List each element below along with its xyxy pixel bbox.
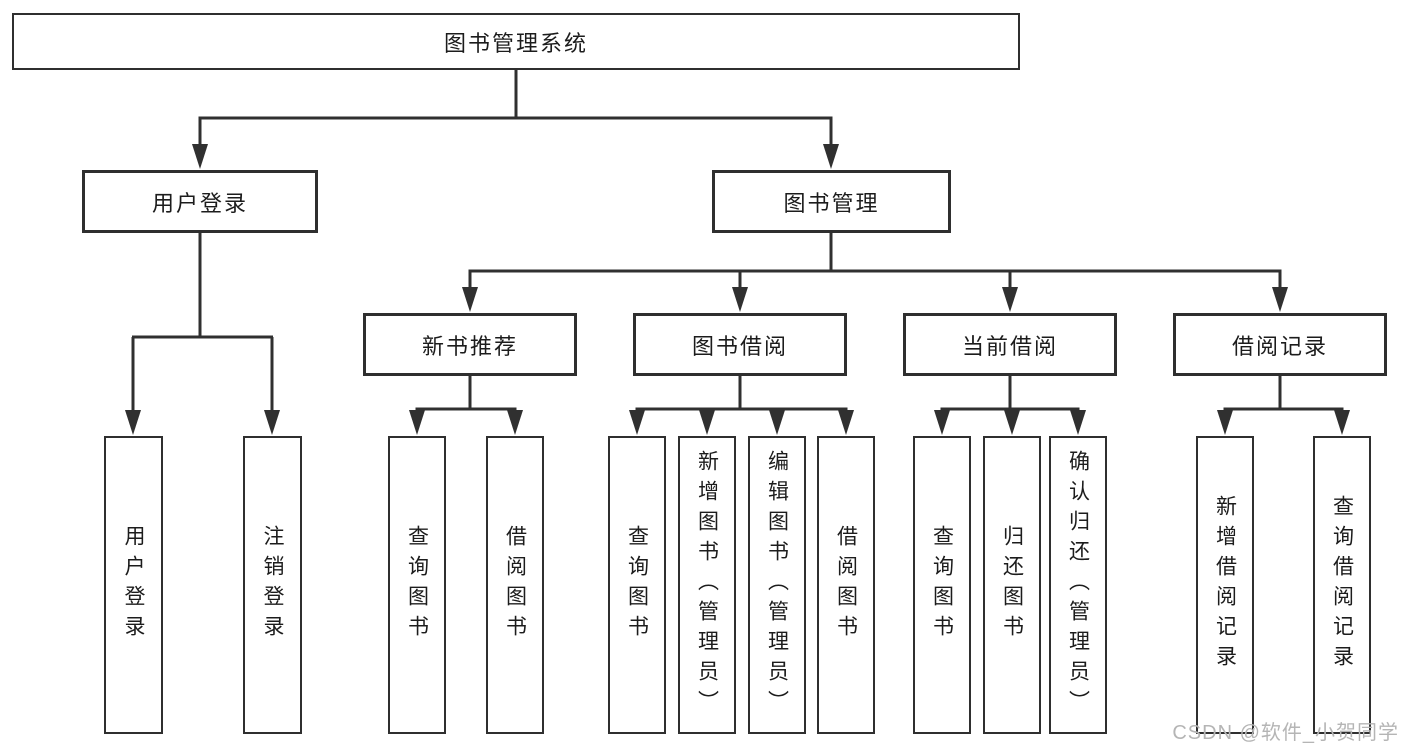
leaf-label: 借阅图书	[503, 525, 527, 645]
csdn-watermark: CSDN @软件_小贺同学	[1172, 722, 1399, 744]
leaf-add-books-admin: 新增图书（管理员）	[678, 436, 736, 734]
node-label: 借阅记录	[1231, 333, 1328, 359]
leaf-label: 查询借阅记录	[1330, 495, 1354, 675]
node-new-book-recommend: 新书推荐	[363, 313, 577, 376]
node-label: 用户登录	[151, 190, 248, 216]
node-book-management: 图书管理	[712, 170, 951, 233]
node-library-management-system: 图书管理系统	[12, 13, 1020, 70]
leaf-label: 用户登录	[122, 525, 145, 645]
leaf-query-borrow-record: 查询借阅记录	[1313, 436, 1371, 734]
leaf-label: 编辑图书（管理员）	[765, 450, 789, 720]
node-label: 图书借阅	[691, 333, 788, 359]
leaf-logout: 注销登录	[243, 436, 302, 734]
node-borrow-records: 借阅记录	[1173, 313, 1387, 376]
node-label: 图书管理系统	[443, 30, 588, 56]
node-user-login: 用户登录	[82, 170, 318, 233]
leaf-label: 查询图书	[625, 525, 649, 645]
node-label: 新书推荐	[421, 333, 518, 359]
node-label: 图书管理	[783, 190, 880, 216]
leaf-label: 借阅图书	[834, 525, 858, 645]
node-label: 当前借阅	[961, 333, 1058, 359]
leaf-edit-books-admin: 编辑图书（管理员）	[748, 436, 806, 734]
node-current-borrow: 当前借阅	[903, 313, 1117, 376]
leaf-add-borrow-record: 新增借阅记录	[1196, 436, 1254, 734]
leaf-query-books-current: 查询图书	[913, 436, 971, 734]
leaf-query-books-borrow: 查询图书	[608, 436, 666, 734]
leaf-label: 注销登录	[261, 525, 284, 645]
leaf-label: 查询图书	[405, 525, 429, 645]
leaf-borrow-books: 借阅图书	[817, 436, 875, 734]
leaf-query-books-recommend: 查询图书	[388, 436, 446, 734]
leaf-borrow-books-recommend: 借阅图书	[486, 436, 544, 734]
leaf-label: 确认归还（管理员）	[1066, 450, 1090, 720]
leaf-label: 新增图书（管理员）	[695, 450, 719, 720]
leaf-return-books: 归还图书	[983, 436, 1041, 734]
leaf-user-login: 用户登录	[104, 436, 163, 734]
leaf-label: 新增借阅记录	[1213, 495, 1237, 675]
leaf-confirm-return-admin: 确认归还（管理员）	[1049, 436, 1107, 734]
leaf-label: 查询图书	[930, 525, 954, 645]
node-book-borrow: 图书借阅	[633, 313, 847, 376]
leaf-label: 归还图书	[1000, 525, 1024, 645]
